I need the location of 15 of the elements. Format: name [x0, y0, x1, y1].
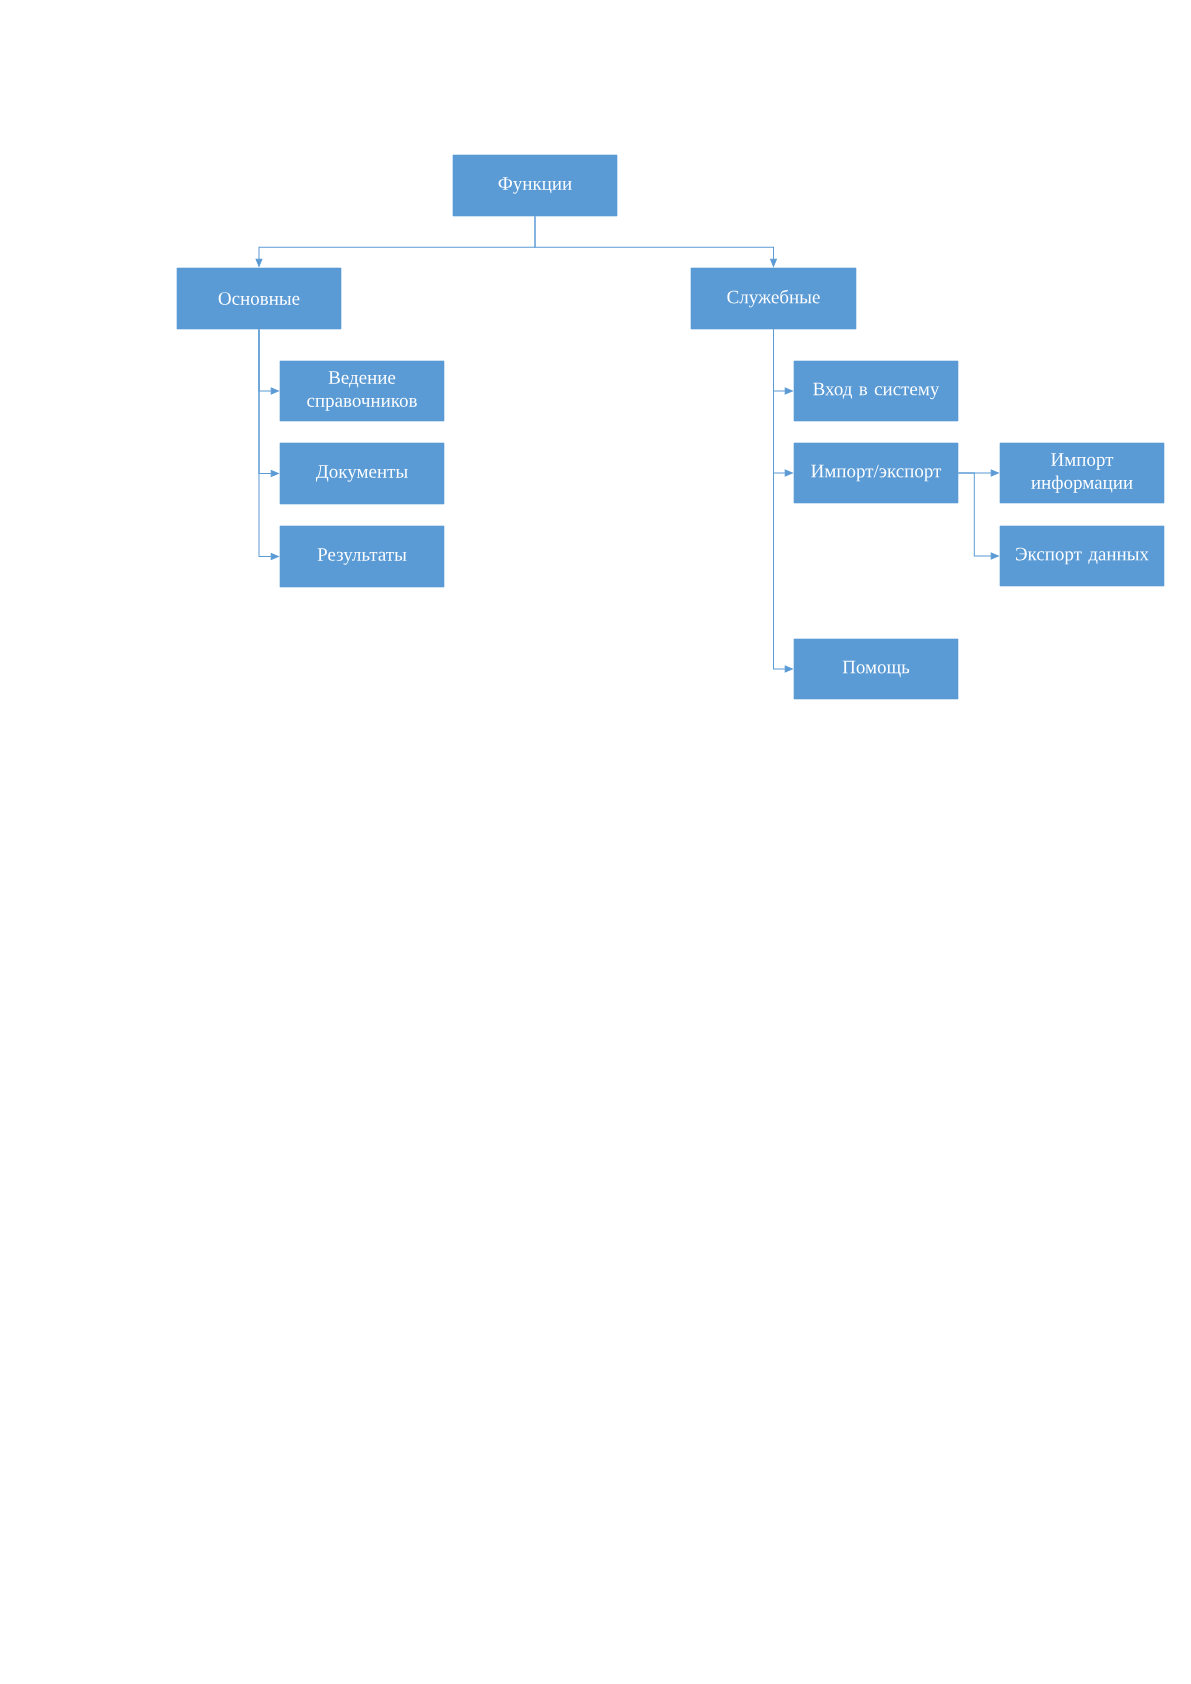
function-box: Результаты	[279, 525, 445, 588]
function-box: Импорт информации	[999, 442, 1165, 504]
function-box: Импорт/экспорт	[793, 442, 959, 504]
arrow	[258, 328, 279, 560]
arrow	[534, 215, 777, 267]
function-box: Функции	[452, 154, 618, 217]
function-box: Основные	[176, 267, 342, 330]
function-box: Помощь	[793, 638, 959, 700]
arrow	[773, 328, 793, 673]
function-box: Экспорт данных	[999, 525, 1165, 587]
function-box: Ведение справочников	[279, 360, 445, 422]
function-box: Вход в систему	[793, 360, 959, 422]
function-box: Документы	[279, 442, 445, 505]
function-box: Служебные	[690, 267, 857, 330]
arrow	[957, 472, 999, 560]
